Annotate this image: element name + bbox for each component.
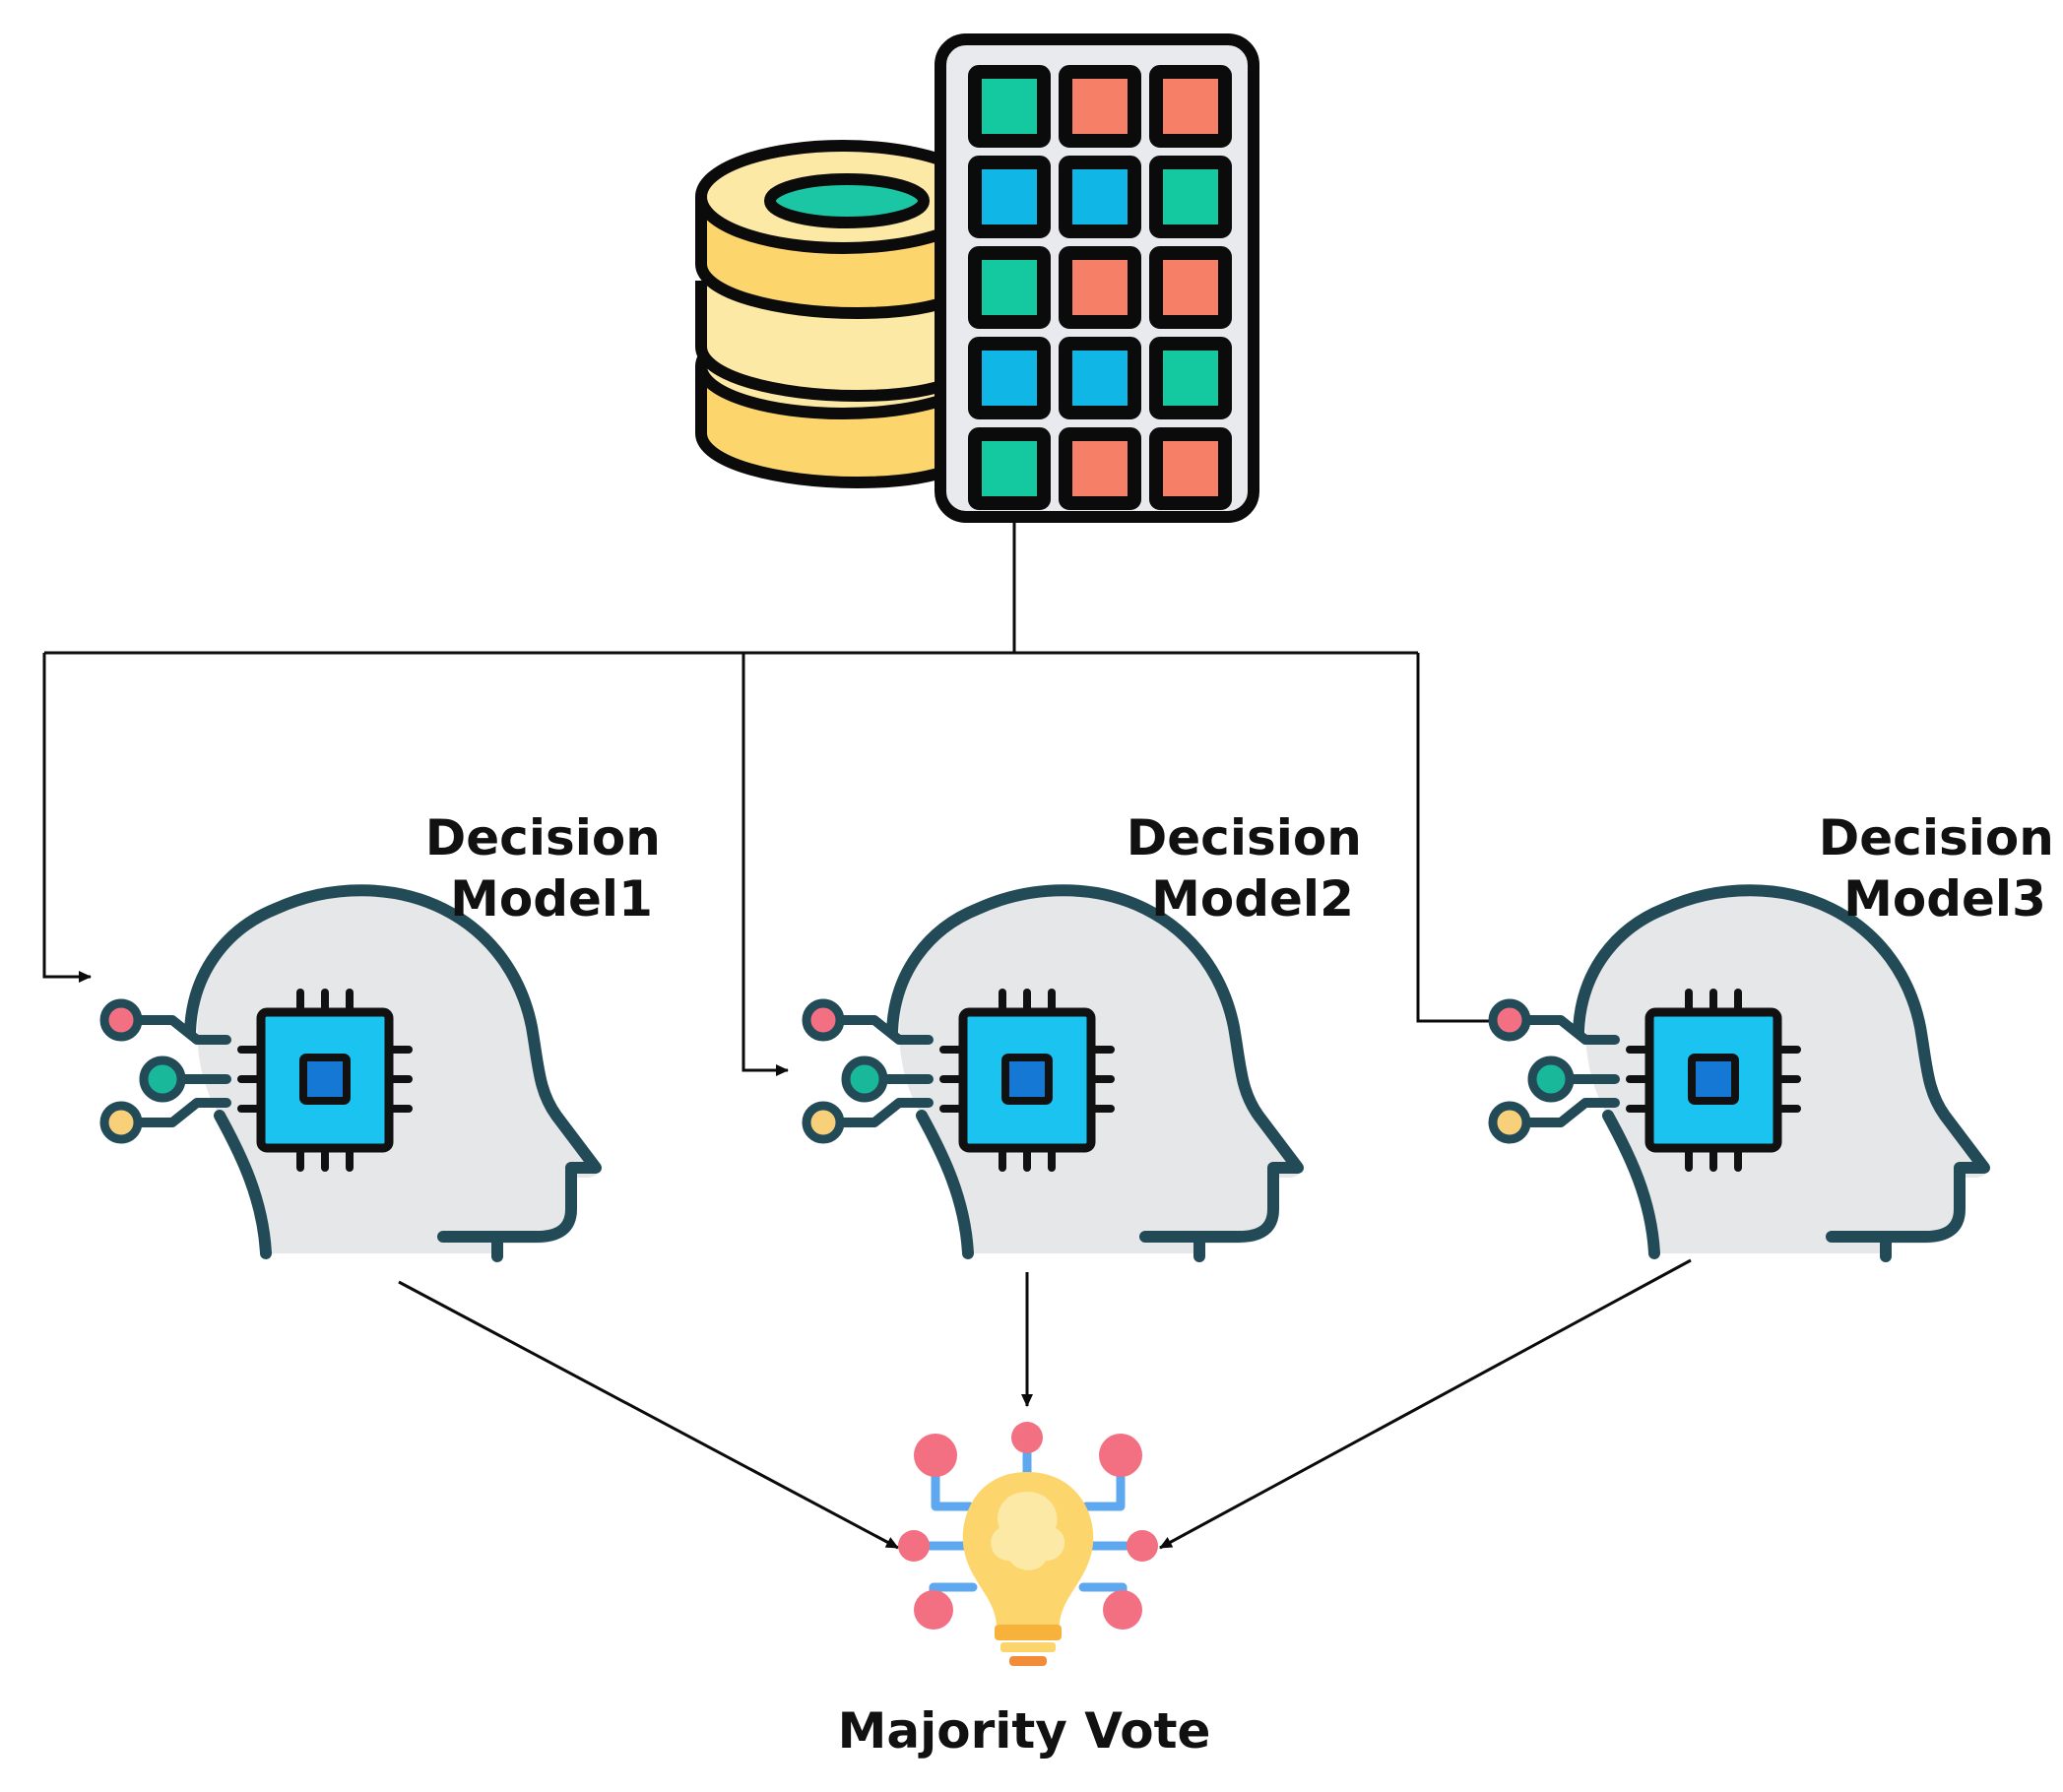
ai-head-icon — [104, 889, 600, 1256]
model-3-label-line2: Model3 — [1843, 870, 2046, 928]
ai-head-icon — [1493, 889, 1988, 1256]
data-grid-icon — [935, 33, 1259, 523]
data-grid-cell — [968, 65, 1051, 148]
model-2-label-line1: Decision — [1127, 809, 1362, 866]
data-grid-cell — [968, 337, 1051, 419]
data-grid-cell — [1059, 337, 1141, 419]
data-grid-cell — [968, 246, 1051, 329]
model-2-label-line2: Model2 — [1151, 870, 1354, 928]
decision-model-2 — [806, 889, 1302, 1256]
model-1-label-line1: Decision — [425, 809, 661, 866]
ai-head-icon — [806, 889, 1302, 1256]
lightbulb-icon — [898, 1422, 1158, 1666]
model-3-label: Decision Model3 — [1819, 809, 2063, 928]
data-grid-cell — [1149, 427, 1232, 510]
distribution-connectors — [42, 523, 1503, 1076]
data-grid-cell — [968, 156, 1051, 238]
decision-model-3 — [1493, 889, 1988, 1256]
data-grid-cell — [1059, 427, 1141, 510]
decision-model-1 — [104, 889, 600, 1256]
data-grid-cell — [1149, 156, 1232, 238]
model-1-label: Decision Model1 — [425, 809, 677, 928]
data-grid-cell — [1149, 246, 1232, 329]
data-grid-cell — [1059, 156, 1141, 238]
majority-vote-label: Majority Vote — [838, 1702, 1211, 1760]
data-grid-cell — [1059, 65, 1141, 148]
database-icon — [695, 140, 991, 489]
model-1-label-line2: Model1 — [450, 870, 653, 928]
data-grid-cell — [1149, 65, 1232, 148]
data-grid-cell — [1059, 246, 1141, 329]
data-grid-cell — [968, 427, 1051, 510]
model-3-label-line1: Decision — [1819, 809, 2054, 866]
vote-connectors — [398, 1258, 1692, 1550]
model-2-label: Decision Model2 — [1127, 809, 1379, 928]
data-grid-cell — [1149, 337, 1232, 419]
